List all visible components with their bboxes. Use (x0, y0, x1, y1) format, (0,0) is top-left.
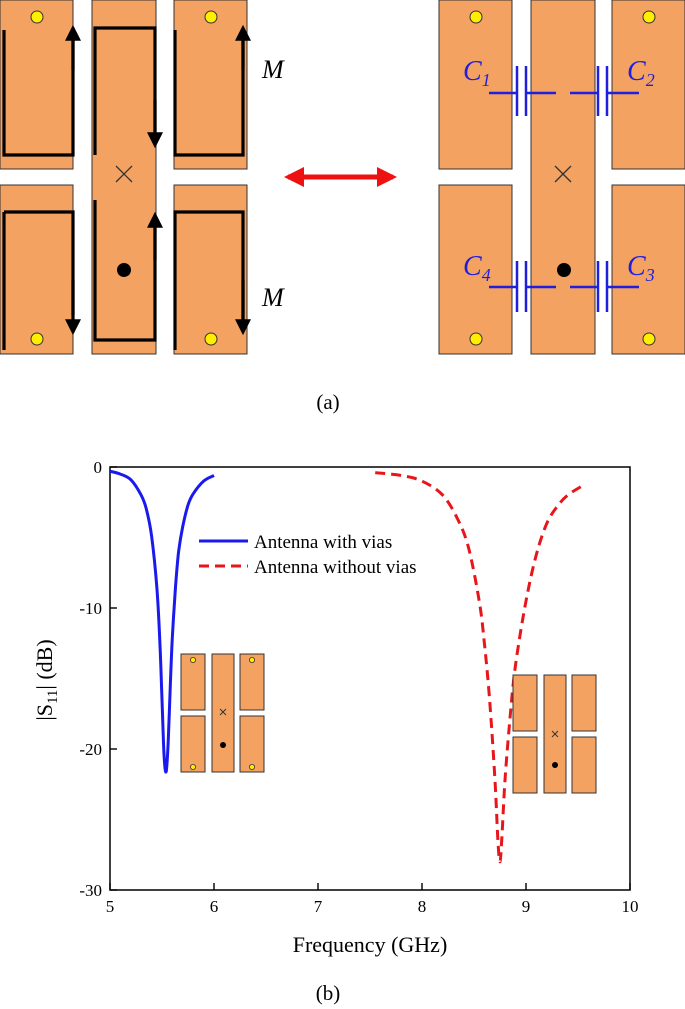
legend: Antenna with vias Antenna without vias (199, 532, 417, 578)
patch-r-top-left (438, 0, 513, 170)
patch-top-left (0, 0, 74, 170)
x-tick-label: 10 (622, 897, 639, 916)
via-r-bottom-right (642, 332, 656, 346)
center-cross-mark-r (554, 165, 572, 183)
patch-r-bottom-left (438, 184, 513, 355)
inset-antenna-with-vias (180, 653, 265, 773)
y-tick-label: -10 (79, 599, 102, 618)
capacitor-c3 (570, 261, 639, 312)
s11-chart: 5 6 7 8 9 10 0 -10 -20 -30 Frequency (GHz) |S11|… (32, 458, 639, 957)
label-m-bottom: M (261, 283, 285, 312)
x-tick-label: 7 (314, 897, 323, 916)
via-r-bottom-left (469, 332, 483, 346)
capacitor-c2 (570, 66, 639, 116)
via-r-top-right (642, 10, 656, 24)
y-tick-label: -30 (79, 881, 102, 900)
x-tick-label: 8 (418, 897, 427, 916)
center-cross-mark (115, 165, 133, 183)
via-bottom-right (204, 332, 218, 346)
y-axis-label: |S11| (dB) (32, 639, 61, 720)
inset-antenna-without-vias (512, 674, 597, 794)
patch-r-top-right (611, 0, 685, 170)
legend-label-with-vias: Antenna with vias (254, 532, 392, 553)
caption-b: (b) (316, 981, 341, 1005)
x-tick-label: 6 (210, 897, 219, 916)
series-line-without-vias (375, 471, 585, 864)
patch-bottom-left (0, 184, 74, 355)
legend-label-without-vias: Antenna without vias (254, 557, 417, 578)
patch-bottom-right (173, 184, 248, 355)
current-loop-paths (2, 26, 245, 350)
via-r-top-left (469, 10, 483, 24)
feed-point-r (557, 263, 571, 277)
label-c4: C4 (463, 251, 491, 285)
via-top-right (204, 10, 218, 24)
antenna-with-capacitors-diagram: C1 C2 C4 C3 (438, 0, 685, 355)
capacitor-c1 (489, 66, 556, 116)
via-top-left (30, 10, 44, 24)
caption-a: (a) (316, 390, 339, 414)
plot-frame (109, 466, 631, 891)
x-tick-label: 9 (522, 897, 531, 916)
patch-top-right (173, 0, 248, 170)
capacitor-c4 (489, 261, 556, 312)
label-c1: C1 (463, 56, 491, 90)
label-c3: C3 (627, 251, 655, 285)
series-line-with-vias (110, 469, 215, 774)
patch-r-bottom-right (611, 184, 685, 355)
y-tick-label: -20 (79, 740, 102, 759)
feed-point (117, 263, 131, 277)
patch-r-center (530, 0, 596, 355)
x-axis-label: Frequency (GHz) (293, 932, 448, 957)
y-tick-label: 0 (94, 458, 103, 477)
antenna-with-vias-diagram: M M (0, 0, 285, 355)
patch-center (91, 0, 157, 355)
x-tick-label: 5 (106, 897, 115, 916)
label-c2: C2 (627, 56, 655, 90)
label-m-top: M (261, 55, 285, 84)
via-bottom-left (30, 332, 44, 346)
